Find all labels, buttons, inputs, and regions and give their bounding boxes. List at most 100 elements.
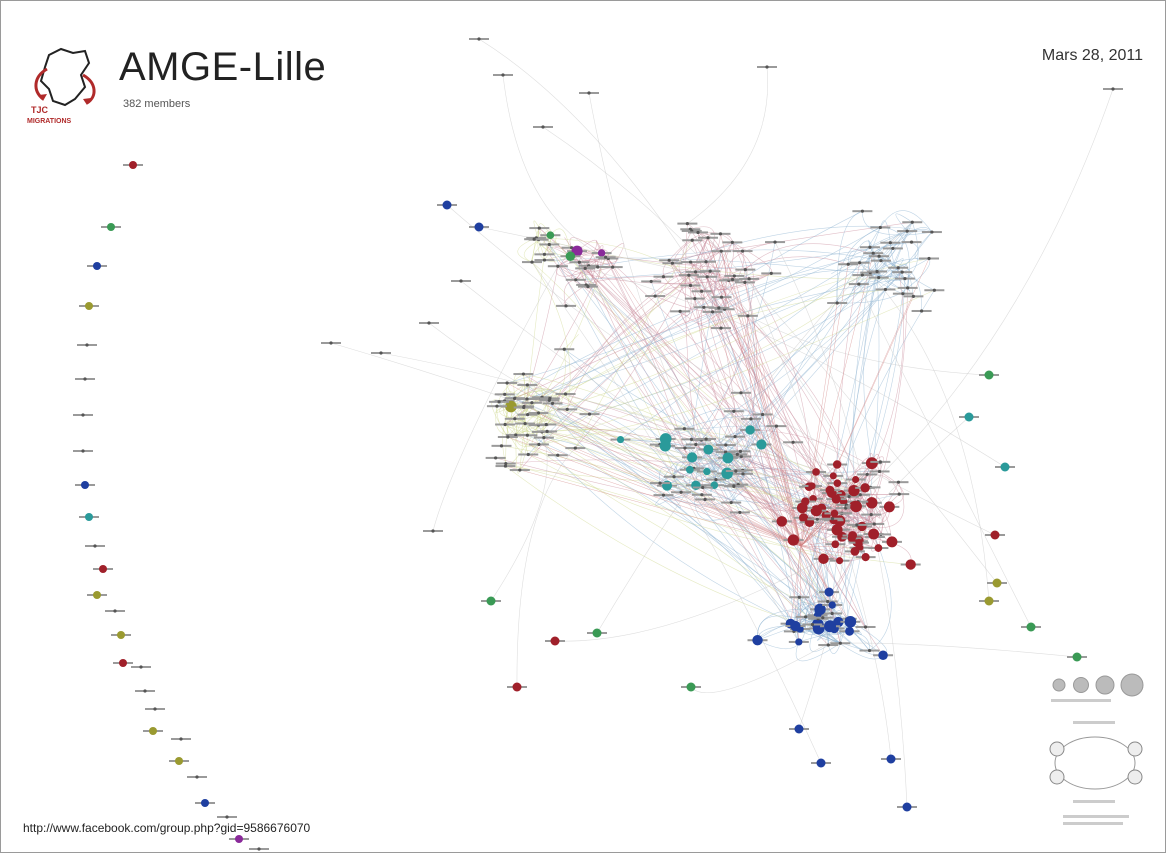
graph-node (690, 238, 694, 242)
graph-edge (491, 399, 512, 438)
legend-node-tr (1127, 741, 1143, 757)
graph-node (672, 475, 676, 479)
graph-node (512, 396, 517, 401)
graph-node (797, 595, 801, 599)
graph-edge (880, 210, 933, 233)
graph-node (791, 440, 795, 444)
graph-node (525, 433, 529, 437)
graph-node (846, 262, 850, 266)
graph-edge (672, 225, 932, 264)
graph-edge (694, 298, 848, 619)
graph-node (896, 266, 900, 270)
graph-node (179, 737, 183, 741)
graph-edge (747, 315, 802, 547)
graph-node (787, 534, 800, 546)
graph-node (730, 240, 734, 244)
graph-edge (682, 230, 707, 265)
graph-node (909, 240, 914, 244)
graph-node (714, 478, 718, 482)
graph-node (536, 411, 541, 415)
graph-node (903, 276, 907, 281)
graph-node (587, 412, 592, 416)
graph-node (556, 453, 560, 457)
graph-node (235, 835, 243, 843)
graph-node (119, 659, 127, 667)
graph-node (845, 626, 854, 636)
legend-note-line-2 (1063, 822, 1123, 825)
graph-node (703, 467, 711, 476)
graph-node (749, 417, 753, 421)
graph-edge (585, 268, 1006, 468)
graph-node (683, 446, 687, 450)
graph-node (1072, 652, 1082, 662)
graph-node (804, 615, 808, 619)
graph-node (920, 309, 924, 313)
graph-edge (800, 545, 847, 619)
page-title: AMGE-Lille (119, 45, 327, 89)
graph-node (776, 516, 788, 527)
logo: TJC MIGRATIONS (27, 47, 96, 125)
graph-node (548, 396, 552, 401)
graph-edge (496, 373, 524, 438)
graph-edge (745, 243, 880, 270)
graph-node (808, 482, 816, 490)
graph-node (703, 444, 714, 455)
graph-edge (554, 558, 824, 642)
graph-edge (720, 233, 802, 547)
graph-node (83, 377, 87, 381)
graph-node (814, 603, 826, 616)
graph-edge (539, 227, 552, 250)
graph-edge (744, 282, 802, 547)
graph-edge (721, 251, 802, 547)
graph-edge (735, 470, 802, 547)
graph-node (734, 469, 738, 473)
graph-edge (836, 210, 863, 304)
graph-node (504, 461, 508, 466)
graph-node (867, 648, 872, 653)
graph-node (832, 460, 842, 469)
graph-node (910, 220, 914, 224)
graph-edge (668, 232, 733, 261)
graph-node (93, 591, 101, 599)
graph-edge (605, 257, 796, 627)
graph-node (700, 493, 704, 497)
graph-node (514, 433, 518, 437)
graph-node (825, 485, 835, 495)
graph-edge (565, 393, 590, 415)
graph-edge (831, 551, 856, 614)
legend-node-tl (1049, 741, 1065, 757)
graph-node (537, 226, 541, 230)
graph-edge (879, 471, 904, 508)
graph-node (828, 601, 836, 609)
graph-node (689, 260, 693, 264)
graph-edge (694, 298, 783, 522)
graph-node (139, 665, 143, 669)
graph-node (494, 456, 498, 460)
graph-node (743, 268, 747, 272)
graph-edge (757, 616, 806, 649)
graph-node (815, 517, 819, 521)
graph-edge (707, 237, 802, 547)
graph-edge (538, 412, 802, 547)
graph-edge (690, 631, 850, 694)
graph-edge (659, 466, 697, 486)
graph-node (861, 553, 870, 562)
legend-caption-bar-bottom (1073, 800, 1115, 803)
graph-node (829, 472, 837, 480)
logo-text-tjc: TJC (31, 105, 49, 115)
graph-node (562, 347, 566, 351)
graph-node (710, 310, 715, 314)
graph-edge (537, 223, 551, 240)
graph-node (687, 273, 691, 277)
graph-edge (898, 241, 919, 268)
graph-edge (507, 230, 908, 384)
graph-node (661, 493, 666, 497)
graph-node (796, 502, 808, 514)
graph-edge (800, 545, 851, 622)
legend-size-1 (1052, 678, 1066, 692)
graph-edge (659, 462, 678, 484)
graph-node (702, 305, 706, 309)
graph-node (526, 452, 530, 457)
graph-edge (516, 402, 539, 447)
